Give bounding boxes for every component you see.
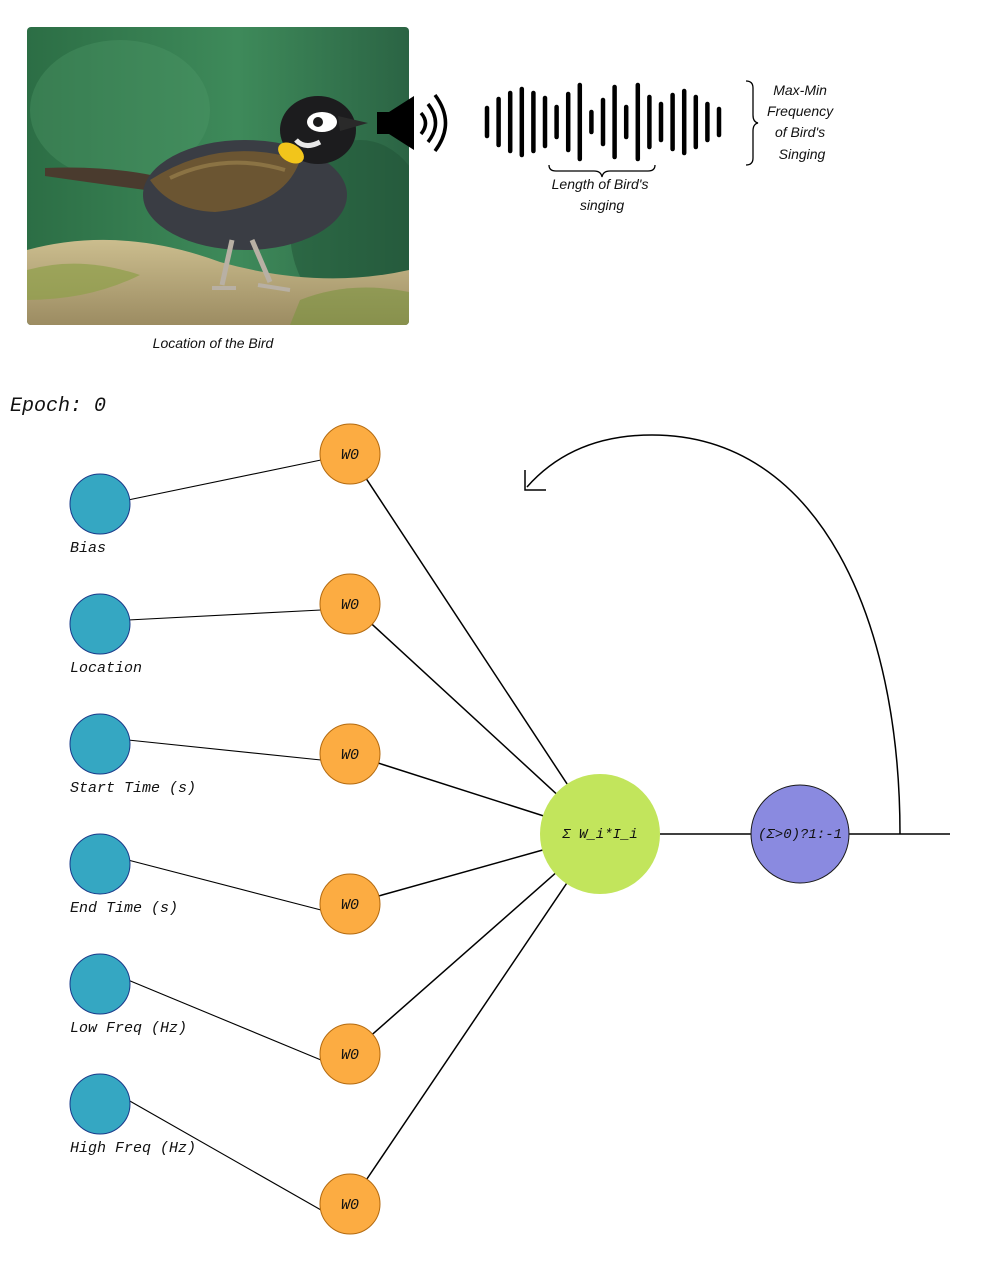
weight-node bbox=[319, 423, 381, 485]
input-label: Low Freq (Hz) bbox=[70, 1020, 187, 1037]
input-label: Location bbox=[70, 660, 142, 677]
input-node bbox=[69, 1073, 131, 1135]
weight-to-sum-edge bbox=[366, 882, 568, 1180]
weight-node bbox=[319, 723, 381, 785]
length-brace bbox=[548, 164, 656, 178]
frequency-label: Max-Min Frequency of Bird's Singing bbox=[767, 82, 837, 162]
bird-photo bbox=[27, 27, 409, 325]
input-label: High Freq (Hz) bbox=[70, 1140, 196, 1157]
sum-node bbox=[540, 774, 660, 894]
weight-label: W0 bbox=[341, 447, 359, 464]
input-node bbox=[69, 713, 131, 775]
input-to-weight-edge bbox=[127, 739, 322, 761]
input-label: End Time (s) bbox=[70, 900, 178, 917]
input-to-weight-edge bbox=[127, 979, 322, 1061]
weight-label: W0 bbox=[341, 597, 359, 614]
weight-to-sum-edge bbox=[378, 849, 544, 897]
weight-node bbox=[319, 1173, 381, 1235]
epoch-label: Epoch: 0 bbox=[10, 395, 106, 418]
sum-node-label: Σ W_i*I_i bbox=[562, 827, 638, 843]
input-node bbox=[69, 473, 131, 535]
photo-caption: Location of the Bird bbox=[153, 335, 275, 351]
input-label: Bias bbox=[70, 540, 106, 557]
weight-label: W0 bbox=[341, 897, 359, 914]
weight-node bbox=[319, 573, 381, 635]
weight-to-sum-edge bbox=[365, 478, 569, 786]
speaker-icon bbox=[377, 93, 448, 153]
input-node bbox=[69, 953, 131, 1015]
frequency-brace bbox=[745, 80, 759, 166]
activation-node bbox=[750, 784, 850, 884]
weight-label: W0 bbox=[341, 1047, 359, 1064]
weight-to-sum-edge bbox=[371, 623, 558, 795]
input-to-weight-edge bbox=[127, 609, 322, 621]
feedback-arc bbox=[526, 434, 901, 835]
input-label: Start Time (s) bbox=[70, 780, 196, 797]
input-to-weight-edge bbox=[127, 459, 322, 501]
length-label: Length of Bird's singing bbox=[552, 176, 653, 213]
weight-to-sum-edge bbox=[378, 762, 545, 817]
weight-label: W0 bbox=[341, 1197, 359, 1214]
activation-node-label: (Σ>0)?1:-1 bbox=[758, 827, 842, 843]
weight-node bbox=[319, 873, 381, 935]
network-edges bbox=[127, 459, 569, 1211]
weight-label: W0 bbox=[341, 747, 359, 764]
weight-node bbox=[319, 1023, 381, 1085]
waveform-icon bbox=[484, 82, 722, 162]
weight-to-sum-edge bbox=[372, 872, 557, 1035]
input-node bbox=[69, 593, 131, 655]
input-to-weight-edge bbox=[127, 1099, 322, 1211]
feedback-arrowhead bbox=[524, 470, 546, 491]
input-to-weight-edge bbox=[127, 859, 322, 911]
input-node bbox=[69, 833, 131, 895]
